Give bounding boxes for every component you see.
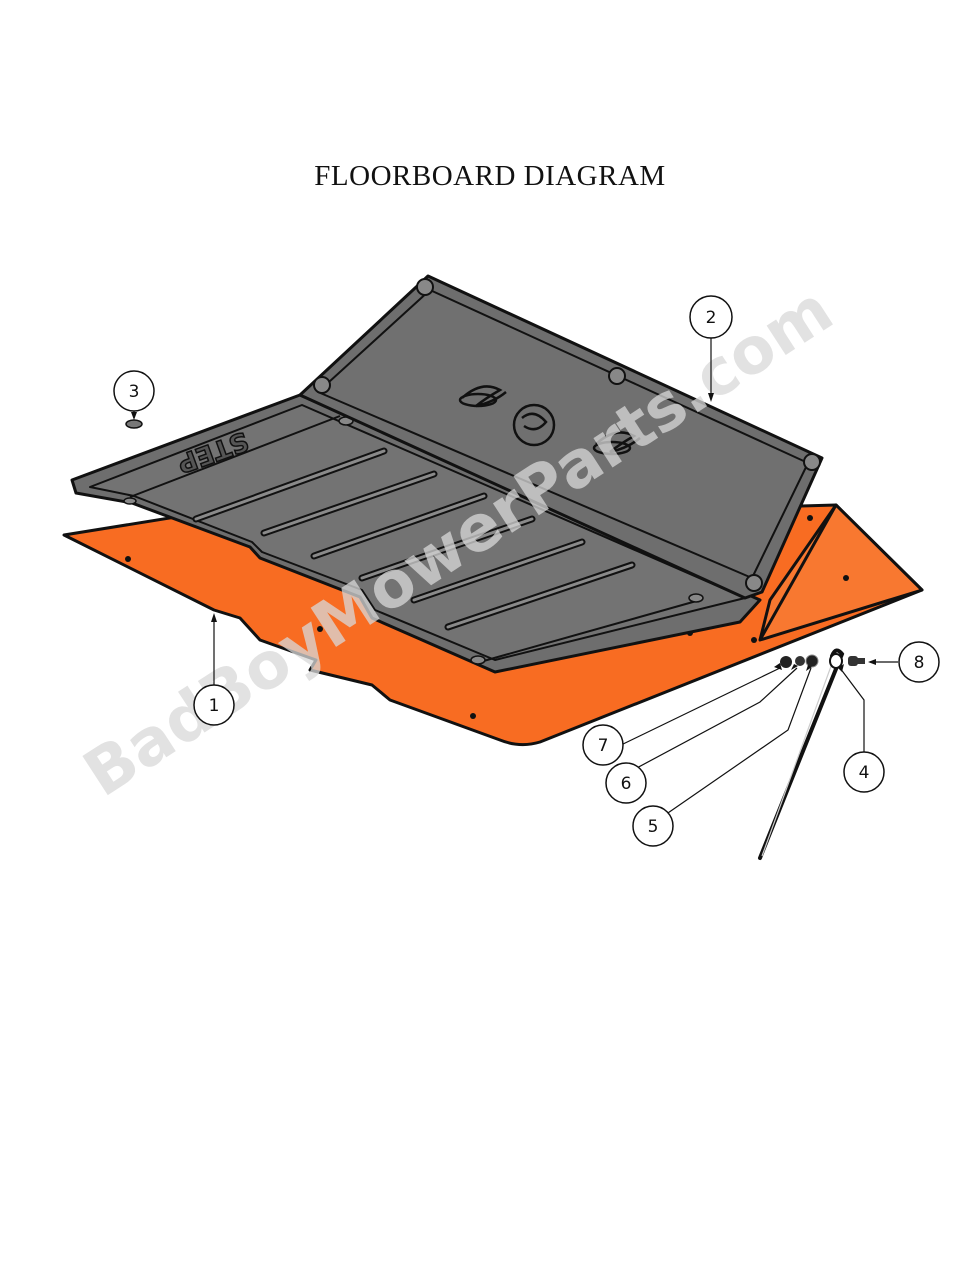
svg-text:7: 7 — [598, 736, 609, 756]
svg-text:4: 4 — [859, 763, 870, 783]
arrowheads — [131, 393, 876, 672]
svg-text:3: 3 — [129, 382, 140, 402]
callout-7[interactable]: 7 — [582, 724, 624, 766]
svg-text:5: 5 — [648, 817, 659, 837]
support-rod[interactable] — [758, 648, 845, 860]
leader-lines — [133, 334, 898, 816]
svg-text:8: 8 — [914, 653, 925, 673]
flat-washer-part[interactable] — [805, 654, 819, 668]
diagram-title: FLOORBOARD DIAGRAM — [314, 160, 666, 192]
svg-text:1: 1 — [209, 696, 220, 716]
callout-1[interactable]: 1 — [193, 684, 235, 726]
bad-boy-logo-icon — [458, 385, 641, 456]
svg-text:2: 2 — [706, 308, 717, 328]
callout-2[interactable]: 2 — [689, 295, 733, 339]
svg-text:6: 6 — [621, 774, 632, 794]
callout-8[interactable]: 8 — [898, 641, 940, 683]
upper-floor-mat[interactable] — [298, 274, 824, 600]
bolt-part[interactable] — [848, 656, 865, 666]
lock-washer-part[interactable] — [795, 656, 805, 666]
callout-4[interactable]: 4 — [843, 751, 885, 793]
nut-part[interactable] — [780, 656, 792, 668]
mat-fastener[interactable] — [125, 419, 143, 429]
hardware-group — [758, 648, 865, 860]
lower-floor-mat[interactable]: STEP — [70, 393, 762, 674]
callout-3[interactable]: 3 — [113, 370, 155, 412]
callout-6[interactable]: 6 — [605, 762, 647, 804]
callout-5[interactable]: 5 — [632, 805, 674, 847]
